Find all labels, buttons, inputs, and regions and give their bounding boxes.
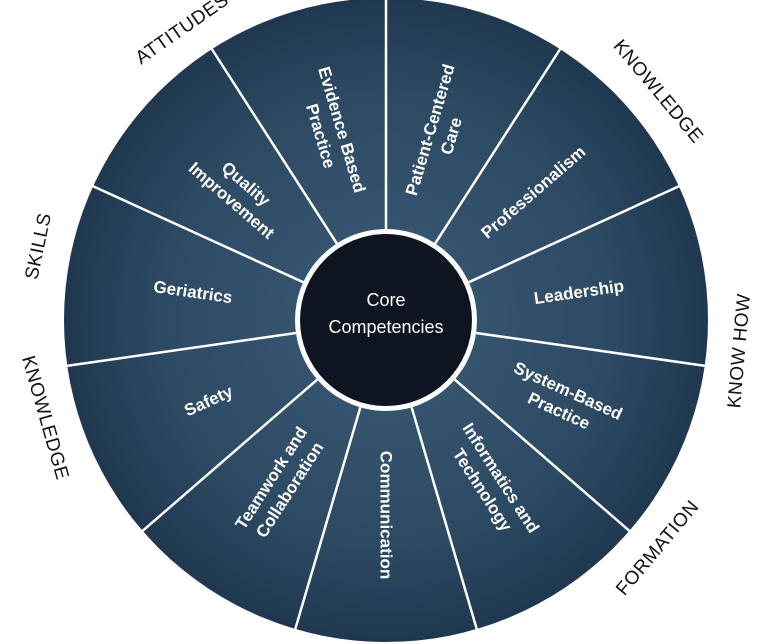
segment-divider (292, 406, 362, 634)
segment-divider (63, 331, 297, 368)
center-label-line-1: Core (366, 290, 405, 310)
segment-divider (453, 378, 634, 535)
segment-dividers (63, 0, 709, 634)
center-label-line-2: Competencies (328, 317, 443, 337)
segment-divider (475, 331, 709, 368)
segment-divider (138, 378, 319, 535)
segment-divider (468, 183, 684, 284)
segment-label: Communication (377, 451, 396, 579)
outer-label-left-2: KNOWLEDGE (17, 353, 72, 482)
outer-label-right-1: KNOW HOW (724, 293, 755, 409)
segment-divider (410, 406, 480, 634)
center-hub (300, 234, 472, 406)
segment-divider (88, 183, 304, 284)
segment-5: Communication (377, 451, 396, 579)
segment-divider (208, 45, 338, 245)
outer-label-left-1: SKILLS (22, 211, 57, 281)
segment-divider (434, 45, 564, 245)
